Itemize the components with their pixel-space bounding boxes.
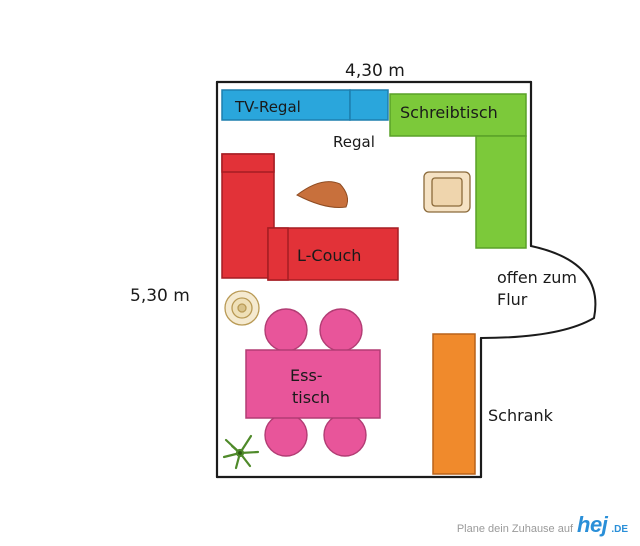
plant-icon (222, 434, 260, 470)
dining-table (245, 349, 381, 419)
desk-top (389, 93, 527, 137)
desk-side (475, 135, 527, 249)
hej-logo: hej (577, 512, 608, 537)
hej-logo-tld: .DE (611, 524, 628, 535)
footer-branding: Plane dein Zuhause auf hej .DE (457, 512, 628, 538)
tv-shelf-label: TV-Regal (234, 98, 301, 116)
dining-table-label-2: tisch (292, 388, 330, 407)
door-swing-arc (480, 245, 597, 339)
decor-wreath (224, 290, 260, 326)
room-walls (215, 80, 533, 479)
tv-shelf (221, 89, 351, 121)
wardrobe (432, 333, 476, 475)
shelf-label: Regal (333, 133, 375, 151)
rug (296, 181, 348, 208)
desk-label: Schreibtisch (400, 103, 498, 122)
opening-label-2: Flur (497, 290, 528, 309)
height-dimension-label: 5,30 m (130, 286, 190, 306)
width-dimension-label: 4,30 m (345, 61, 405, 81)
shelf (349, 89, 389, 121)
l-couch (221, 153, 399, 281)
desk-chair (423, 171, 471, 213)
wardrobe-label: Schrank (488, 406, 554, 425)
dining-table-label-1: Ess- (290, 366, 323, 385)
opening-label-1: offen zum (497, 268, 577, 287)
couch-label: L-Couch (297, 246, 361, 265)
footer-tagline: Plane dein Zuhause auf (456, 523, 574, 535)
